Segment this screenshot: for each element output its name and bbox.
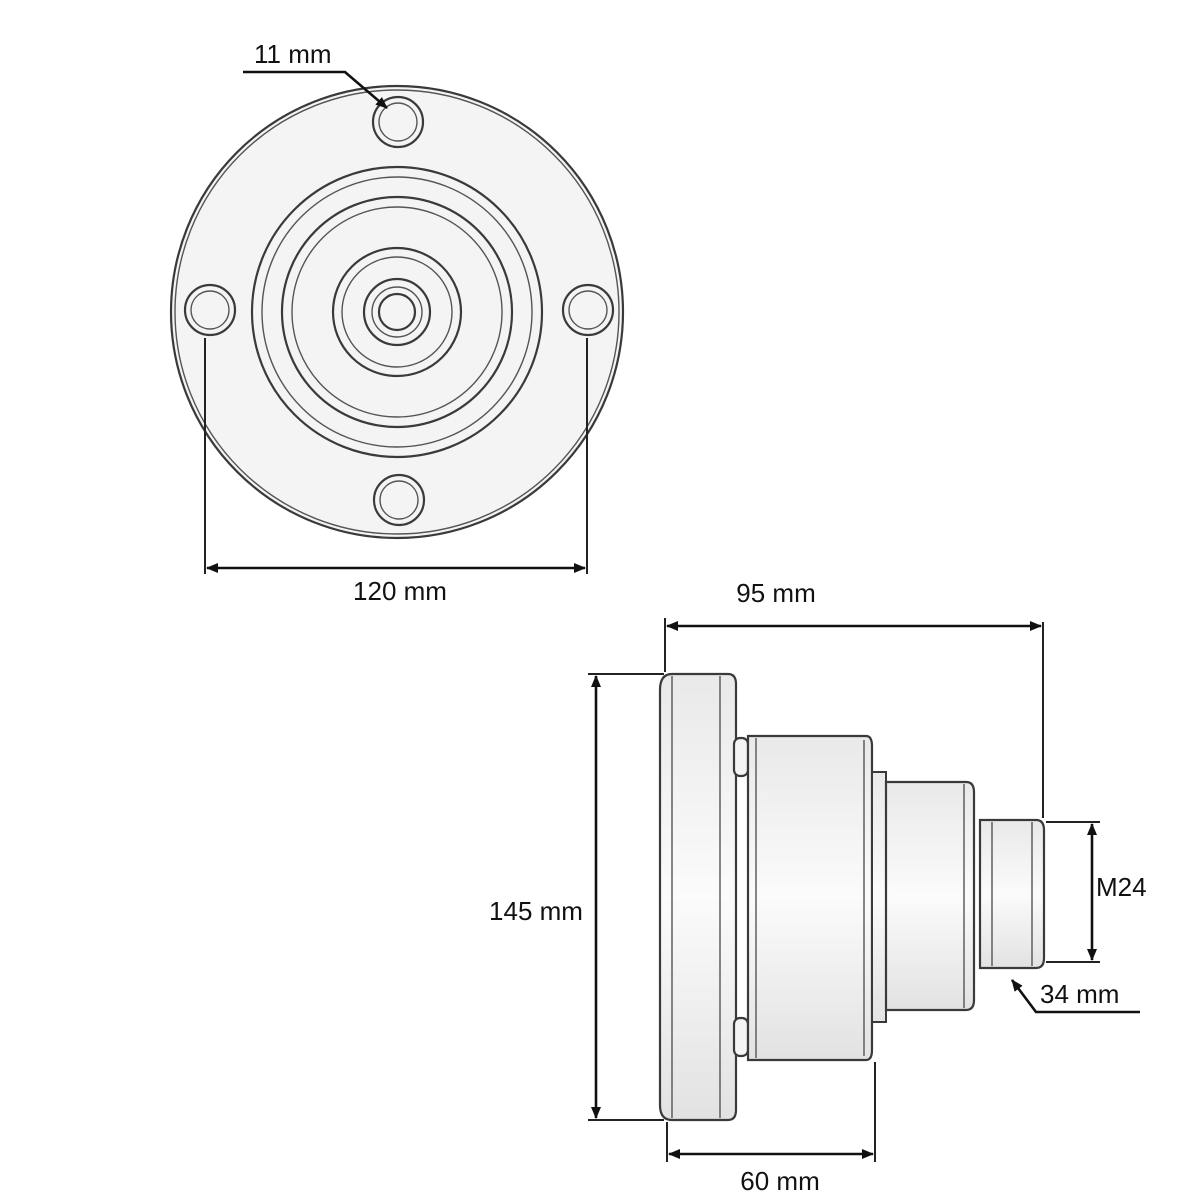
flange-side [658, 672, 738, 1122]
bore-inner [371, 286, 423, 338]
hub-ring-2 [261, 176, 533, 448]
bolt-hole-right-inner [568, 290, 608, 330]
overall-length-label: 95 mm [736, 578, 815, 608]
thread-length-label: 34 mm [1040, 979, 1119, 1009]
bolt-hole-right [561, 283, 615, 337]
flange-inner-ring [174, 89, 620, 535]
front-view: 11 mm 120 mm [169, 39, 625, 606]
bolt-hole-top-inner [378, 102, 418, 142]
hole-diameter-label: 11 mm [254, 39, 332, 69]
hub-ring-1 [250, 165, 544, 459]
body-length-label: 60 mm [740, 1166, 819, 1196]
bolt-bump-bottom [732, 1016, 750, 1058]
bolt-hole-left [183, 283, 237, 337]
bolt-hole-top [371, 95, 425, 149]
hub-ring-6 [341, 256, 453, 368]
bolt-hole-bottom [372, 473, 426, 527]
thread-length-leader [1010, 979, 1140, 1014]
bolt-bump-top [732, 736, 750, 778]
bolt-hole-left-inner [190, 290, 230, 330]
neck-side [884, 780, 976, 1012]
bolt-hole-bottom-inner [379, 480, 419, 520]
hub-ring-3 [280, 195, 514, 429]
bore-core [377, 292, 417, 332]
bore-outer [362, 277, 432, 347]
thread-label: M24 [1096, 872, 1147, 902]
thread-side [978, 818, 1046, 970]
flange-diameter-label: 145 mm [489, 896, 583, 926]
shoulder-side [871, 771, 887, 1023]
side-view: 95 mm 145 mm M24 34 mm 60 mm [489, 578, 1147, 1196]
hub-ring-4 [291, 206, 503, 418]
bolt-spacing-label: 120 mm [353, 576, 447, 606]
flange-outline [169, 84, 625, 540]
hole-leader [243, 70, 388, 109]
body-side [746, 734, 874, 1062]
hub-ring-5 [331, 246, 463, 378]
